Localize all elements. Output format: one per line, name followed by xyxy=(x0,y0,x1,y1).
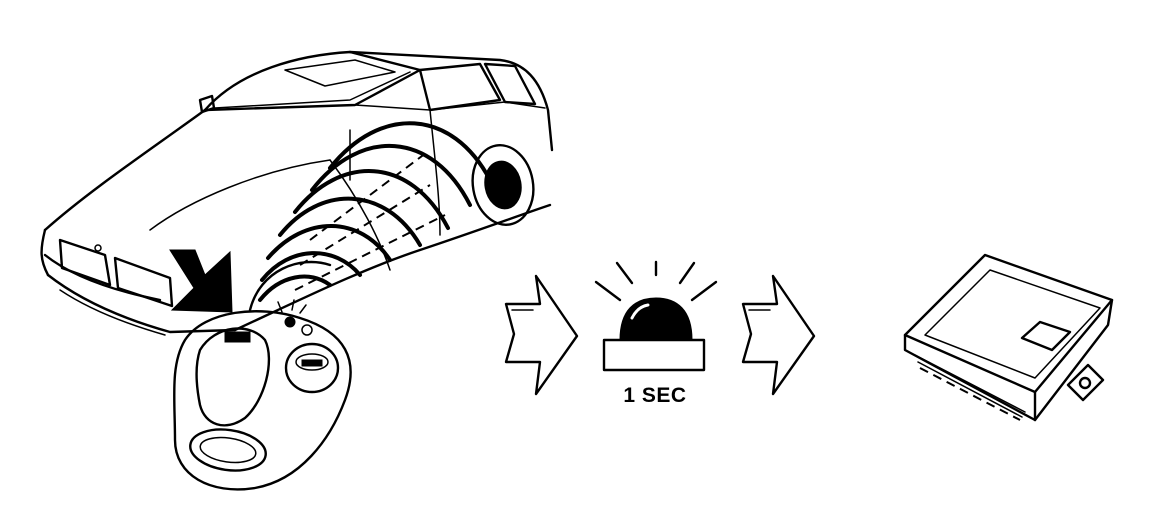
signal-waves xyxy=(258,121,492,302)
arrow-right-icon xyxy=(741,274,816,396)
control-module-box xyxy=(903,253,1114,422)
car-illustration xyxy=(40,50,554,336)
indicator-lamp xyxy=(594,260,718,372)
duration-label: 1 SEC xyxy=(623,384,687,407)
key-fob xyxy=(173,299,352,491)
press-arrow-icon xyxy=(169,249,233,313)
arrow-right-icon xyxy=(504,274,579,396)
